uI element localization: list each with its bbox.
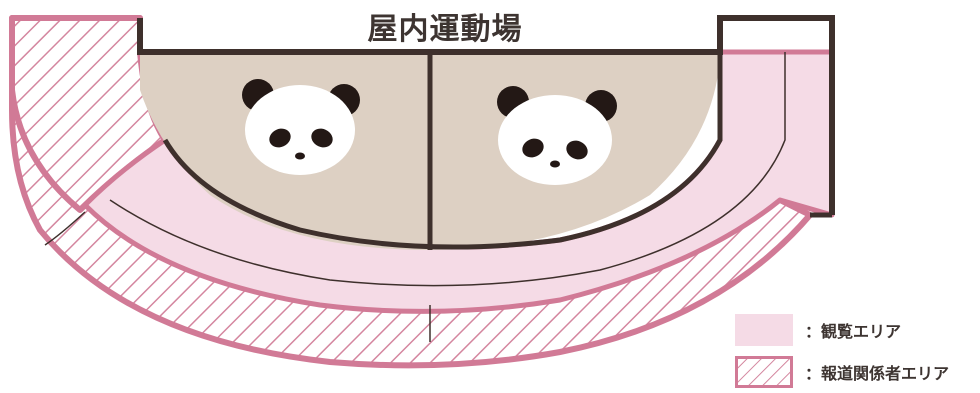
press-swatch bbox=[735, 356, 793, 388]
map-title: 屋内運動場 bbox=[367, 12, 523, 47]
press-legend-label: ：報道関係者エリア bbox=[805, 364, 950, 383]
building-wall bbox=[137, 15, 835, 215]
panda-left-icon bbox=[242, 79, 360, 175]
viewing-divider-line bbox=[109, 52, 786, 287]
floor-edge bbox=[162, 52, 723, 250]
viewing-swatch bbox=[735, 314, 793, 346]
viewing-legend-label: ：観覧エリア bbox=[805, 322, 902, 341]
viewing-divider-line-2 bbox=[44, 211, 86, 246]
legend-press: ：報道関係者エリア bbox=[735, 356, 949, 388]
legend-viewing: ：観覧エリア bbox=[735, 314, 901, 346]
panda-right-icon bbox=[497, 86, 617, 185]
